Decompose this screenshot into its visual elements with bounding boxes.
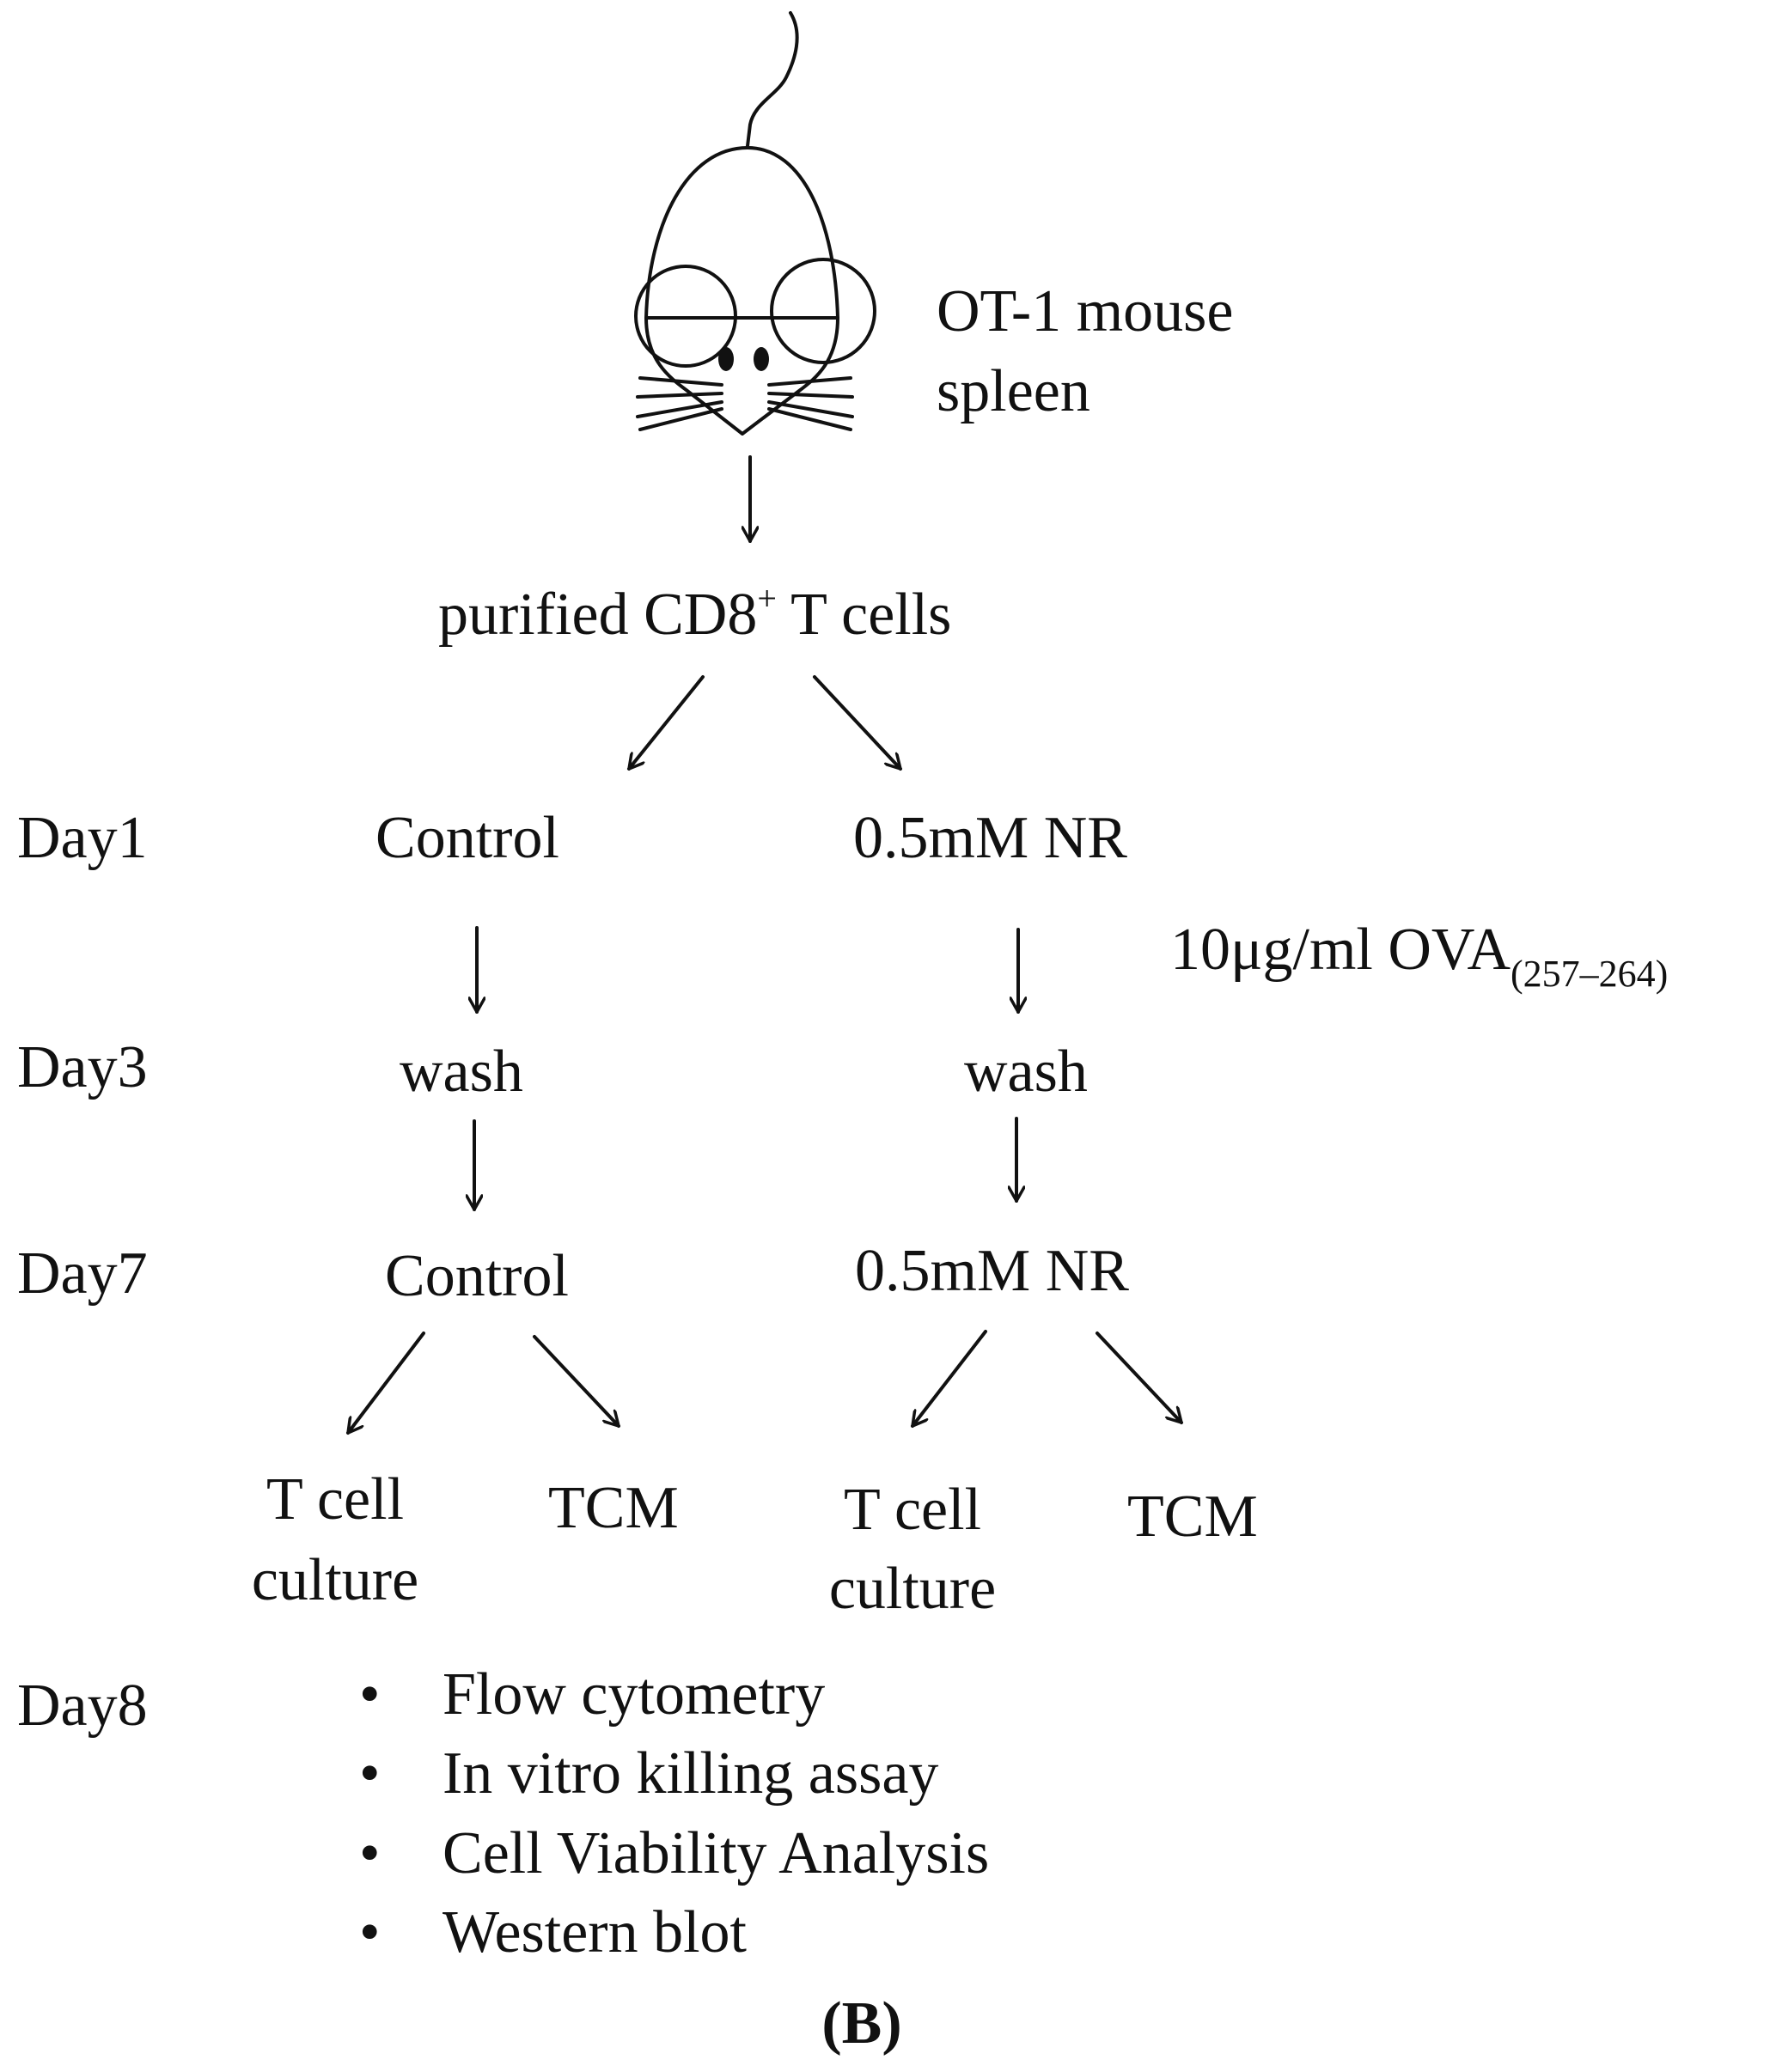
day7-label: Day7 bbox=[17, 1240, 148, 1307]
analysis-bullet: • bbox=[359, 1740, 381, 1807]
analysis-bullet: • bbox=[359, 1661, 381, 1728]
stimulus-subscript: (257–264) bbox=[1511, 953, 1668, 995]
right-tcell-line2: culture bbox=[829, 1556, 996, 1622]
left-day1-control: Control bbox=[375, 805, 559, 871]
purified-prefix: purified CD8 bbox=[438, 582, 757, 648]
right-day1-nr: 0.5mM NR bbox=[853, 805, 1127, 871]
arrow-right-to-tcm bbox=[1096, 1332, 1183, 1424]
left-tcell-line2: culture bbox=[252, 1547, 418, 1613]
arrow-right-to-tcell bbox=[911, 1330, 987, 1428]
analysis-bullet: • bbox=[359, 1820, 381, 1886]
stimulus-main: 10μg/ml OVA bbox=[1170, 917, 1511, 983]
left-day7-control: Control bbox=[385, 1243, 569, 1309]
purified-cells-label: purified CD8+ T cells bbox=[438, 579, 951, 648]
source-label-line1: OT-1 mouse bbox=[937, 278, 1233, 344]
mouse-icon bbox=[634, 11, 876, 436]
right-day7-nr: 0.5mM NR bbox=[855, 1238, 1129, 1304]
analysis-bullet: • bbox=[359, 1899, 381, 1965]
day3-label: Day3 bbox=[17, 1034, 148, 1100]
analysis-item: Cell Viability Analysis bbox=[442, 1820, 989, 1886]
arrow-purified-to-control bbox=[627, 675, 705, 771]
arrow-left-to-tcell bbox=[346, 1332, 425, 1435]
analysis-item: In vitro killing assay bbox=[442, 1740, 938, 1807]
day8-label: Day8 bbox=[17, 1673, 148, 1739]
right-day3-wash: wash bbox=[964, 1039, 1088, 1105]
analysis-item: Flow cytometry bbox=[442, 1661, 825, 1728]
arrow-purified-to-nr bbox=[813, 675, 902, 771]
right-tcell-line1: T cell bbox=[844, 1477, 981, 1543]
purified-superscript: + bbox=[757, 579, 777, 618]
panel-label: (B) bbox=[821, 1990, 901, 2057]
day1-label: Day1 bbox=[17, 805, 148, 871]
stimulus-label: 10μg/ml OVA(257–264) bbox=[1170, 917, 1668, 995]
left-tcell-line1: T cell bbox=[266, 1466, 404, 1533]
analysis-list: • Flow cytometry • In vitro killing assa… bbox=[359, 1661, 989, 1965]
left-tcm-label: TCM bbox=[548, 1475, 679, 1541]
analysis-item: Western blot bbox=[442, 1899, 748, 1965]
right-tcm-label: TCM bbox=[1127, 1484, 1258, 1550]
arrow-left-to-tcm bbox=[533, 1335, 620, 1428]
source-label-line2: spleen bbox=[937, 358, 1090, 424]
left-day3-wash: wash bbox=[400, 1039, 523, 1105]
purified-suffix: T cells bbox=[777, 582, 952, 648]
